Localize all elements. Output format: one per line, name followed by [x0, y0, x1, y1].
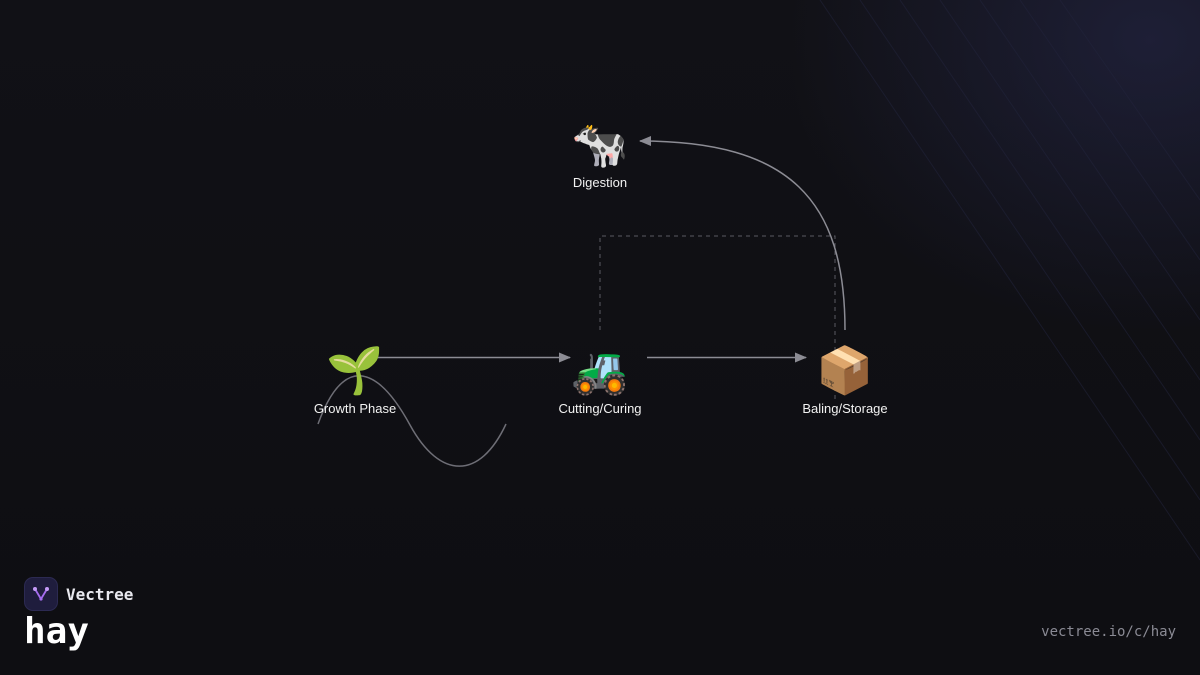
node-label: Cutting/Curing: [558, 401, 642, 416]
node-label: Baling/Storage: [802, 401, 888, 416]
node-digestion[interactable]: 🐄 Digestion: [530, 117, 670, 190]
node-baling-storage[interactable]: 📦 Baling/Storage: [775, 343, 915, 416]
node-growth-phase[interactable]: 🌱 Growth Phase: [285, 343, 425, 416]
edge-baling-to-digestion: [639, 136, 846, 331]
node-cutting-curing[interactable]: 🚜 Cutting/Curing: [530, 343, 670, 416]
cow-icon: 🐄: [571, 117, 629, 171]
package-icon: 📦: [816, 343, 874, 397]
tractor-icon: 🚜: [571, 343, 629, 397]
edge-dashed-bracket: [599, 235, 836, 400]
brand-name: Vectree: [66, 584, 134, 604]
seedling-icon: 🌱: [326, 343, 384, 397]
edge-growth-loop: [317, 375, 507, 467]
node-label: Digestion: [572, 175, 628, 190]
vectree-logo-icon: [24, 577, 58, 611]
brand[interactable]: Vectree: [24, 577, 133, 611]
page-url[interactable]: vectree.io/c/hay: [1041, 624, 1176, 640]
node-label: Growth Phase: [313, 401, 397, 416]
page-title: hay: [24, 611, 90, 652]
